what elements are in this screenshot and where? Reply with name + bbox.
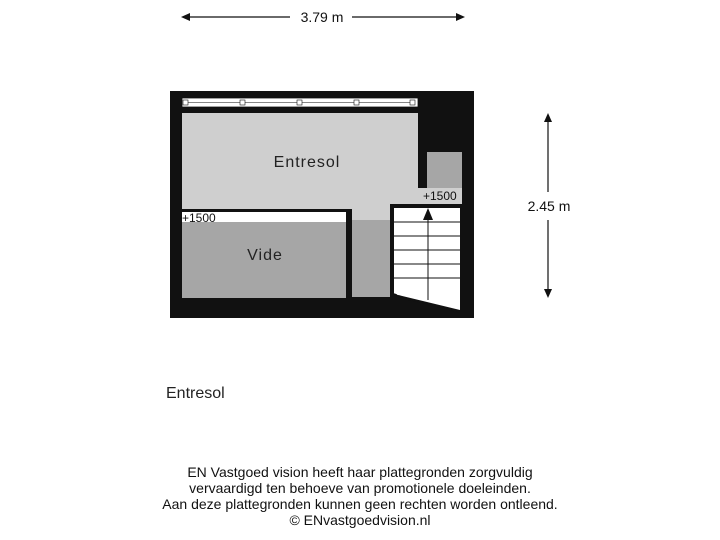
disclaimer-line: © ENvastgoedvision.nl xyxy=(289,512,431,528)
room-label-vide: Vide xyxy=(247,247,283,264)
small-closet-floor xyxy=(427,152,462,188)
lower-dark-floor xyxy=(351,220,391,297)
width-label: 3.79 m xyxy=(301,9,344,25)
width-dimension: 3.79 m xyxy=(181,9,465,25)
arrow-up-icon xyxy=(544,113,552,122)
height-dimension: 2.45 m xyxy=(528,113,571,298)
arrow-down-icon xyxy=(544,289,552,298)
arrow-left-icon xyxy=(181,13,190,21)
disclaimer-line: EN Vastgoed vision heeft haar plattegron… xyxy=(187,464,533,480)
disclaimer: EN Vastgoed vision heeft haar plattegron… xyxy=(0,464,720,528)
staircase xyxy=(390,204,464,313)
vide-floor xyxy=(182,222,346,298)
height-label: 2.45 m xyxy=(528,198,571,214)
stair-direction-arrow-icon xyxy=(423,208,433,220)
floor-caption: Entresol xyxy=(166,385,225,402)
level-label-vide: +1500 xyxy=(182,211,216,225)
disclaimer-line: Aan deze plattegronden kunnen geen recht… xyxy=(162,496,558,512)
arrow-right-icon xyxy=(456,13,465,21)
level-label-stair: +1500 xyxy=(423,189,457,203)
window xyxy=(181,97,419,108)
room-label-entresol: Entresol xyxy=(274,154,341,171)
vide-railing xyxy=(182,212,346,222)
disclaimer-line: vervaardigd ten behoeve van promotionele… xyxy=(189,480,531,496)
